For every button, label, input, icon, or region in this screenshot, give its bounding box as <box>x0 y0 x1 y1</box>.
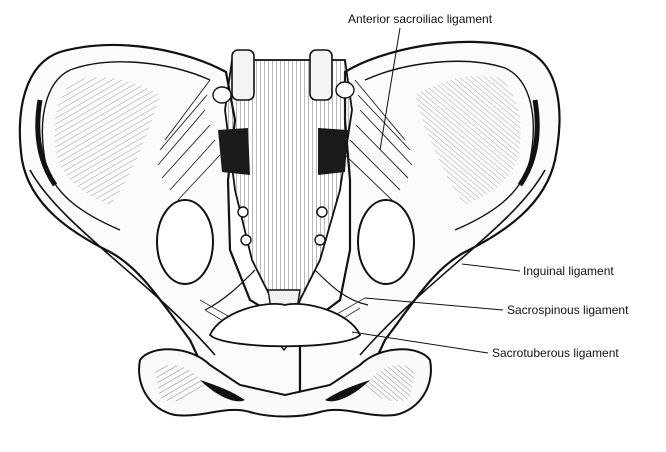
leader-inguinal <box>462 264 520 271</box>
label-sacrotuberous-ligament: Sacrotuberous ligament <box>492 346 619 360</box>
left-obturator-foramen <box>157 200 213 284</box>
label-inguinal-ligament: Inguinal ligament <box>523 264 614 278</box>
label-sacrospinous-ligament: Sacrospinous ligament <box>507 303 628 317</box>
label-anterior-sacroiliac-ligament: Anterior sacroiliac ligament <box>348 12 492 26</box>
right-obturator-foramen <box>358 200 414 284</box>
